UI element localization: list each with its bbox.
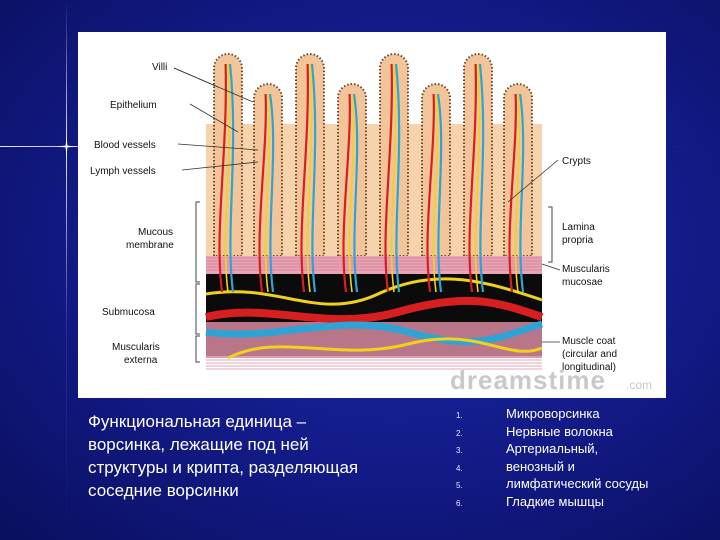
legend-item: 6. Гладкие мышцы xyxy=(456,494,706,512)
nerve-fiber xyxy=(514,93,521,293)
label-muscularis-mucosae-2: mucosae xyxy=(562,277,603,288)
capillary xyxy=(342,93,351,293)
capillary xyxy=(310,63,317,293)
legend-text: Нервные волокна xyxy=(506,423,613,439)
label-muscularis: Muscularis xyxy=(112,342,160,353)
nerve-fiber xyxy=(474,63,481,293)
label-villi: Villi xyxy=(152,62,167,73)
legend-text: Микроворсинка xyxy=(506,406,600,421)
legend-number: 5. xyxy=(456,481,463,490)
label-propria: propria xyxy=(562,235,594,246)
label-crypts: Crypts xyxy=(562,156,591,167)
label-externa: externa xyxy=(124,355,158,366)
nerve-fiber xyxy=(224,63,231,293)
intestinal-villi-diagram: Villi Epithelium Blood vessels Lymph ves… xyxy=(90,53,652,395)
label-muscle-coat: Muscle coat xyxy=(562,336,616,347)
mucous-membrane-brace xyxy=(195,201,200,283)
nerve-fiber xyxy=(306,63,313,293)
legend-number: 3. xyxy=(456,446,463,455)
label-submucosa: Submucosa xyxy=(102,307,155,318)
nerve-fiber xyxy=(227,337,543,360)
label-muscularis-mucosae-1: Muscularis xyxy=(562,264,610,275)
capillary xyxy=(300,63,309,293)
label-blood-vessels: Blood vessels xyxy=(94,140,156,151)
caption-line: структуры и крипта, разделяющая xyxy=(88,458,359,477)
vein-vessel xyxy=(205,320,543,346)
legend-item: 3. Артериальный, xyxy=(456,441,706,459)
nerve-fiber xyxy=(348,93,355,293)
legend-item: 2. Нервные волокна xyxy=(456,424,706,442)
capillary xyxy=(436,93,443,293)
muscle-stripes xyxy=(206,257,542,370)
legend-item: 4. венозный и xyxy=(456,459,706,477)
label-longitudinal: longitudinal) xyxy=(562,362,616,373)
artery-vessel xyxy=(205,296,544,324)
label-mucous: Mucous xyxy=(138,227,173,238)
capillary xyxy=(394,63,401,293)
capillary xyxy=(352,93,359,293)
caption-line: ворсинка, лежащие под ней xyxy=(88,435,309,454)
capillary xyxy=(518,93,525,293)
legend-item: 5. лимфатический сосуды xyxy=(456,476,706,494)
label-lamina: Lamina xyxy=(562,222,595,233)
capillary xyxy=(508,93,517,293)
capillary xyxy=(426,93,435,293)
legend-number: 1. xyxy=(456,411,463,420)
villus-vessels xyxy=(218,63,525,293)
muscularis-brace xyxy=(195,335,200,363)
legend-number: 6. xyxy=(456,498,463,508)
capillary xyxy=(268,93,275,293)
decor-vertical-line xyxy=(66,0,67,540)
muscularis-mucosae-layer xyxy=(206,256,542,274)
caption-line: Функциональная единица – xyxy=(88,412,307,431)
legend-list: 1. Микроворсинка 2. Нервные волокна 3. Арте… xyxy=(456,406,706,511)
caption-text: Функциональная единица – ворсинка, лежащ… xyxy=(88,410,408,502)
sparkle-icon xyxy=(56,136,77,157)
capillary xyxy=(468,63,477,293)
submucosa-brace xyxy=(195,283,200,335)
watermark-suffix: .com xyxy=(626,378,652,392)
capillary xyxy=(228,63,235,293)
nerve-fiber xyxy=(264,93,271,293)
legend-number: 2. xyxy=(456,428,463,438)
legend-item: 1. Микроворсинка xyxy=(456,406,706,424)
nerve-fiber xyxy=(432,93,439,293)
capillary xyxy=(478,63,485,293)
legend-text: Гладкие мышцы xyxy=(506,493,605,509)
label-circular-and: (circular and xyxy=(562,349,617,360)
lamina-propria-brace xyxy=(548,206,553,263)
leader-lines xyxy=(173,67,561,343)
caption-line: соседние ворсинки xyxy=(88,481,239,500)
capillary xyxy=(218,63,227,293)
capillary xyxy=(384,63,393,293)
legend-number: 4. xyxy=(456,463,463,473)
legend-text: лимфатический сосуды xyxy=(506,476,649,491)
label-epithelium: Epithelium xyxy=(110,100,157,111)
nerve-fiber xyxy=(205,277,543,306)
legend-text: венозный и xyxy=(506,458,575,474)
label-membrane: membrane xyxy=(126,240,174,251)
legend-text: Артериальный, xyxy=(506,441,599,456)
capillary xyxy=(258,93,267,293)
watermark-text: dreamstime xyxy=(450,365,606,395)
diagram-panel: Villi Epithelium Blood vessels Lymph ves… xyxy=(78,32,666,398)
nerve-fiber xyxy=(390,63,397,293)
label-lymph-vessels: Lymph vessels xyxy=(90,166,156,177)
